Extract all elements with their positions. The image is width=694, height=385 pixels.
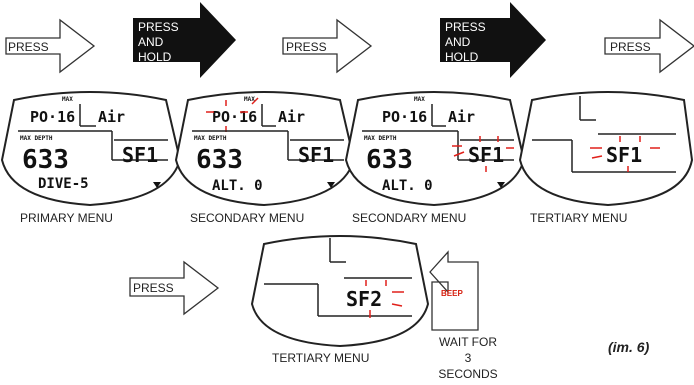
blink-indicator [365, 280, 404, 318]
secondary-menu-screen-2: PO·16 MAX Air MAX DEPTH 633 SF1 ALT. 0 S… [344, 91, 526, 225]
hold-label-3: HOLD [445, 50, 479, 64]
wait-line-3: SECONDS [438, 367, 497, 381]
svg-text:SF1: SF1 [468, 143, 504, 167]
press-label: PRESS [610, 40, 651, 54]
press-label: PRESS [286, 40, 327, 54]
beep-return-box: BEEP [429, 250, 479, 331]
hold-label-2: AND [138, 35, 164, 49]
secondary-menu-caption: SECONDARY MENU [352, 211, 466, 225]
beep-label: BEEP [441, 289, 463, 298]
press-arrow-3: PRESS [604, 18, 694, 74]
svg-text:PO·16: PO·16 [212, 108, 257, 126]
svg-text:ALT. 0: ALT. 0 [212, 178, 263, 194]
press-label: PRESS [133, 281, 174, 295]
svg-text:633: 633 [22, 145, 69, 175]
secondary-menu-caption: SECONDARY MENU [190, 211, 304, 225]
svg-text:PO·16: PO·16 [382, 108, 427, 126]
svg-text:Air: Air [98, 108, 125, 126]
svg-text:MAX DEPTH: MAX DEPTH [364, 135, 397, 142]
tertiary-menu-screen-2: SF2 TERTIARY MENU [250, 235, 430, 365]
press-arrow-2: PRESS [282, 18, 373, 74]
svg-text:MAX DEPTH: MAX DEPTH [20, 135, 53, 142]
svg-text:SF1: SF1 [606, 143, 642, 167]
wait-line-2: 3 [465, 351, 472, 365]
svg-text:SF1: SF1 [298, 143, 334, 167]
svg-text:ALT. 0: ALT. 0 [382, 178, 433, 194]
svg-text:SF2: SF2 [346, 287, 382, 311]
svg-text:DIVE-5: DIVE-5 [38, 176, 89, 192]
svg-text:633: 633 [196, 145, 243, 175]
svg-text:PO·16: PO·16 [30, 108, 75, 126]
figure-label: (im. 6) [608, 339, 650, 355]
primary-menu-caption: PRIMARY MENU [20, 211, 113, 225]
wait-note: WAIT FOR 3 SECONDS [438, 335, 497, 381]
blink-indicator [590, 136, 660, 172]
primary-menu-screen: PO·16 MAX Air MAX DEPTH 633 SF1 DIVE-5 P… [0, 91, 182, 225]
svg-text:Air: Air [278, 108, 305, 126]
tertiary-menu-caption: TERTIARY MENU [530, 211, 627, 225]
svg-text:Air: Air [448, 108, 475, 126]
press-label: PRESS [8, 40, 49, 54]
hold-label-1: PRESS [445, 20, 486, 34]
wait-line-1: WAIT FOR [439, 335, 497, 349]
press-arrow-4: PRESS [129, 260, 220, 316]
tertiary-menu-screen-1: SF1 TERTIARY MENU [518, 91, 694, 225]
svg-text:MAX: MAX [414, 96, 425, 103]
svg-text:MAX: MAX [62, 96, 73, 103]
press-arrow-1: PRESS [5, 18, 96, 74]
press-hold-arrow-2: PRESS AND HOLD [440, 2, 546, 78]
svg-text:MAX DEPTH: MAX DEPTH [194, 135, 227, 142]
svg-text:SF1: SF1 [122, 143, 158, 167]
blink-indicator [206, 97, 259, 132]
tertiary-menu-caption: TERTIARY MENU [272, 351, 369, 365]
svg-text:633: 633 [366, 145, 413, 175]
svg-text:MAX: MAX [244, 96, 255, 103]
secondary-menu-screen-1: PO·16 MAX Air MAX DEPTH 633 SF1 ALT. 0 S… [174, 91, 356, 225]
hold-label-3: HOLD [138, 50, 172, 64]
hold-label-2: AND [445, 35, 471, 49]
blink-indicator [452, 136, 514, 172]
hold-label-1: PRESS [138, 20, 179, 34]
press-hold-arrow-1: PRESS AND HOLD [133, 2, 236, 78]
